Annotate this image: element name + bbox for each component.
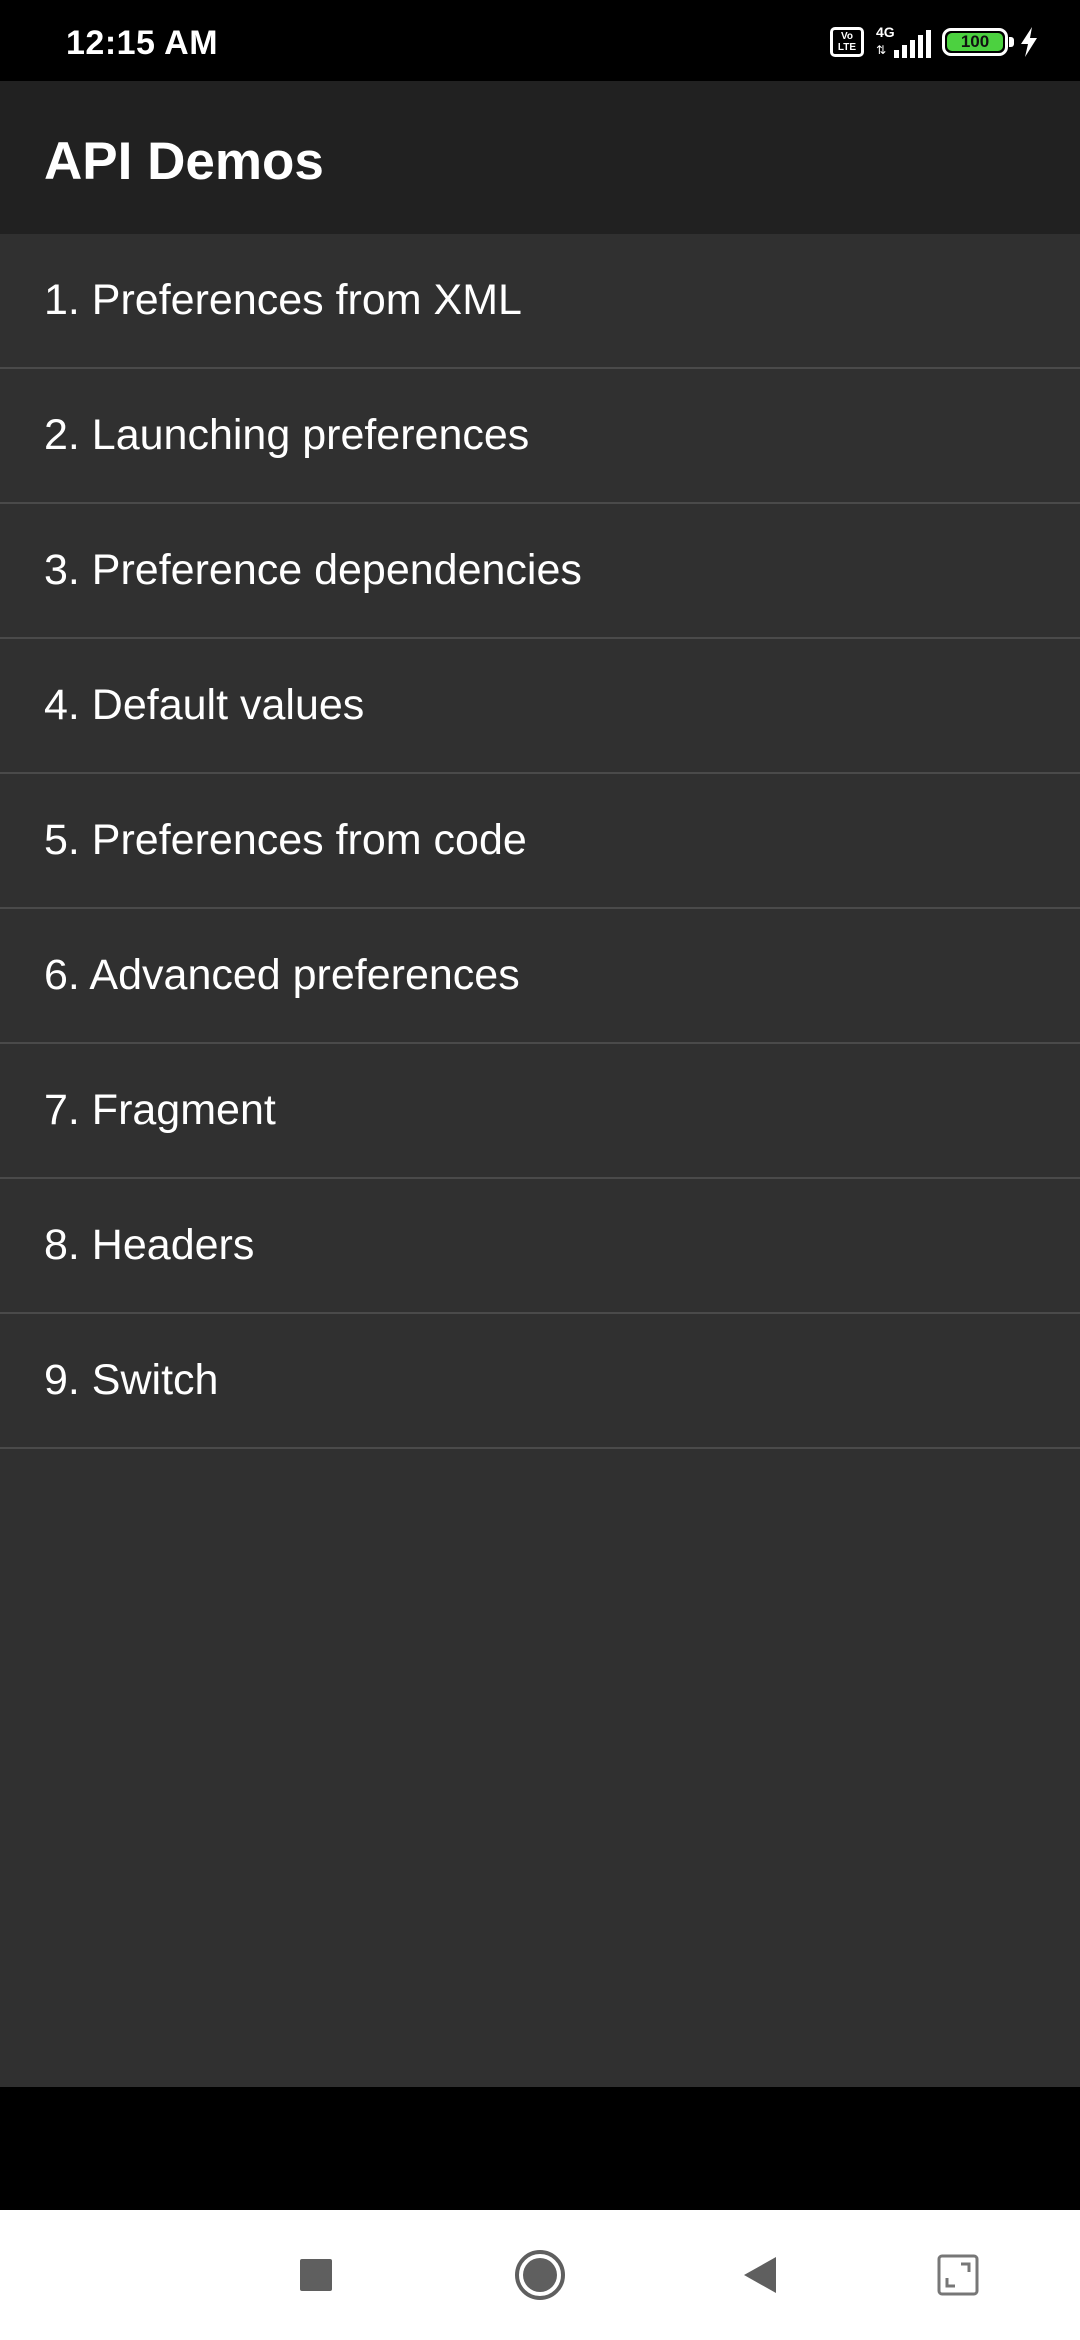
app-title: API Demos xyxy=(44,132,324,191)
home-circle-icon xyxy=(515,2250,565,2300)
list-item-label: 9. Switch xyxy=(44,1356,219,1404)
demo-list: 1. Preferences from XML 2. Launching pref… xyxy=(0,234,1080,1449)
rotate-button[interactable] xyxy=(928,2245,988,2305)
list-item-label: 6. Advanced preferences xyxy=(44,951,520,999)
back-button[interactable] xyxy=(730,2245,790,2305)
list-item[interactable]: 5. Preferences from code xyxy=(0,774,1080,909)
list-item[interactable]: 7. Fragment xyxy=(0,1044,1080,1179)
list-item[interactable]: 2. Launching preferences xyxy=(0,369,1080,504)
list-item-label: 1. Preferences from XML xyxy=(44,276,522,324)
network-type-label: 4G xyxy=(876,24,895,40)
recents-button[interactable] xyxy=(286,2245,346,2305)
list-item-label: 2. Launching preferences xyxy=(44,411,530,459)
charging-bolt-icon xyxy=(1021,27,1037,57)
list-item[interactable]: 4. Default values xyxy=(0,639,1080,774)
list-item-label: 3. Preference dependencies xyxy=(44,546,582,594)
signal-4g-icon: 4G ⇅ xyxy=(874,24,932,60)
list-item-label: 7. Fragment xyxy=(44,1086,276,1134)
back-triangle-icon xyxy=(744,2257,776,2293)
home-button[interactable] xyxy=(510,2245,570,2305)
list-item[interactable]: 9. Switch xyxy=(0,1314,1080,1449)
battery-icon: 100 xyxy=(942,28,1014,56)
list-item-label: 5. Preferences from code xyxy=(44,816,527,864)
list-item[interactable]: 8. Headers xyxy=(0,1179,1080,1314)
list-item[interactable]: 3. Preference dependencies xyxy=(0,504,1080,639)
rotate-screen-icon xyxy=(937,2254,979,2296)
list-item-label: 4. Default values xyxy=(44,681,365,729)
status-time: 12:15 AM xyxy=(66,24,219,62)
navigation-bar xyxy=(0,2210,1080,2340)
battery-level: 100 xyxy=(947,33,1003,51)
app-bar: API Demos xyxy=(0,81,1080,234)
list-item[interactable]: 1. Preferences from XML xyxy=(0,234,1080,369)
content-area: 1. Preferences from XML 2. Launching pref… xyxy=(0,234,1080,2087)
list-item-label: 8. Headers xyxy=(44,1221,255,1269)
recents-square-icon xyxy=(300,2259,332,2291)
list-item[interactable]: 6. Advanced preferences xyxy=(0,909,1080,1044)
black-strip xyxy=(0,2087,1080,2210)
